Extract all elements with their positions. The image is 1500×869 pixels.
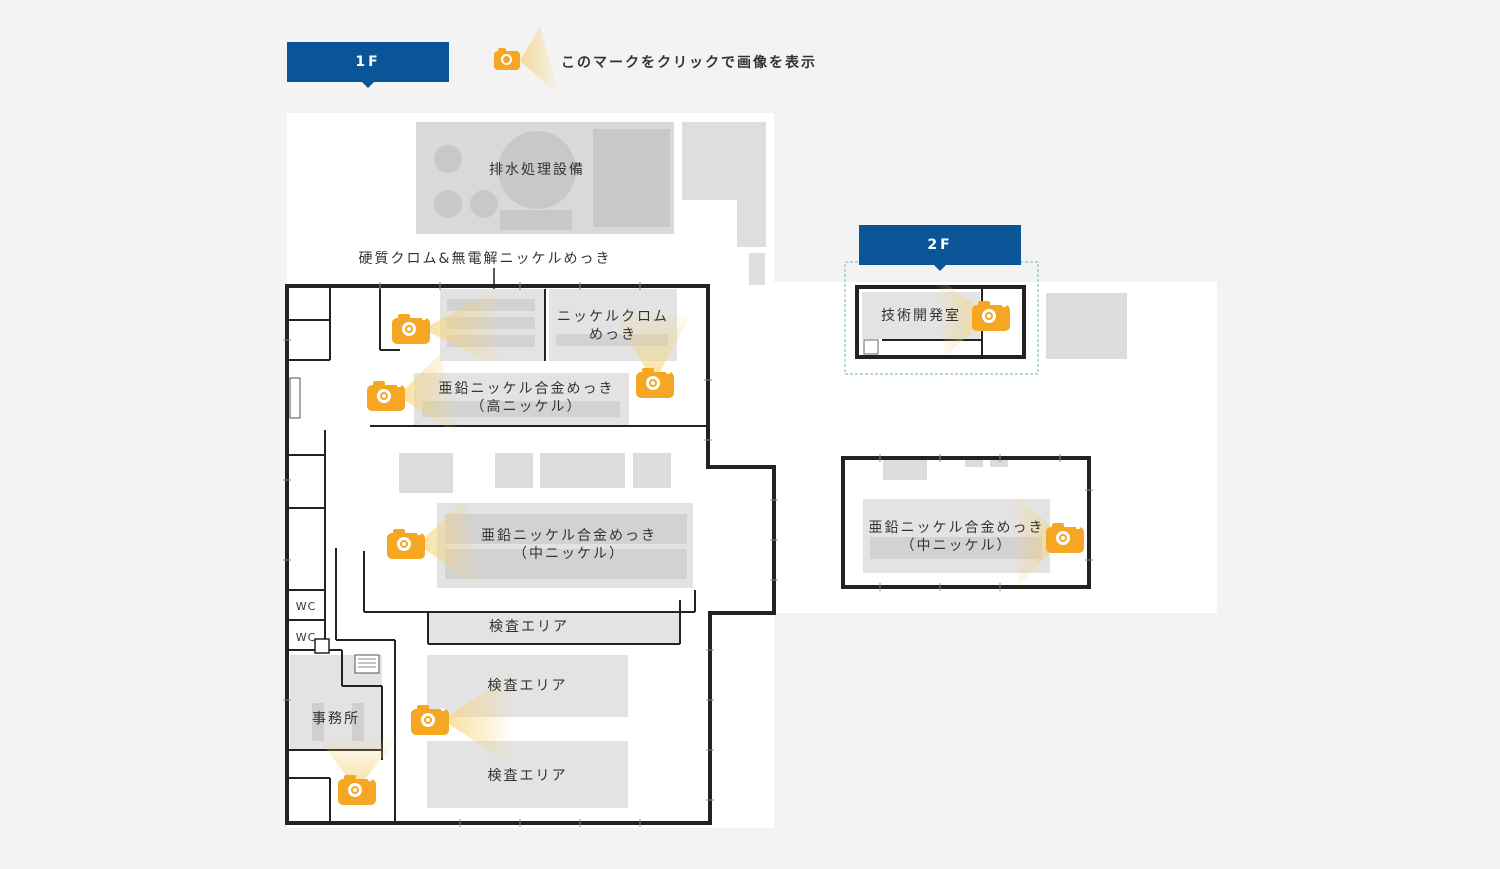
legend-beam <box>520 26 560 96</box>
label-wc-1: WC <box>295 600 317 613</box>
camera-marker-annex[interactable] <box>1046 523 1084 553</box>
label-inspection-2: 検査エリア <box>487 678 568 694</box>
label-zinc-nickel-mid: 亜鉛ニッケル合金めっき （中ニッケル） <box>481 528 657 562</box>
camera-beam-6 <box>320 736 400 790</box>
label-zinc-nickel-high: 亜鉛ニッケル合金めっき （高ニッケル） <box>438 381 615 415</box>
legend-text: このマークをクリックで画像を表示 <box>561 55 817 71</box>
label-inspection-3: 検査エリア <box>487 768 568 784</box>
label-wc-2: WC <box>295 631 317 644</box>
camera-marker-zinc-nickel-mid[interactable] <box>387 529 425 559</box>
camera-beam-4 <box>418 500 480 590</box>
camera-icon <box>421 713 435 727</box>
label-inspection-1: 検査エリア <box>489 619 569 635</box>
floor-tab-2f-label: 2F <box>927 237 953 253</box>
camera-beam-1 <box>423 290 505 370</box>
floor-tab-2f[interactable]: 2F <box>859 225 1021 271</box>
camera-icon <box>1056 531 1070 545</box>
floor-tab-1f-label: 1F <box>355 54 381 70</box>
camera-marker-zinc-nickel-high[interactable] <box>367 381 405 411</box>
camera-icon <box>402 322 416 336</box>
label-rd-room: 技術開発室 <box>881 308 961 324</box>
label-annex-zinc-nickel-mid: 亜鉛ニッケル合金めっき （中ニッケル） <box>868 520 1045 554</box>
legend-camera-icon <box>494 48 520 70</box>
label-hard-chrome-callout: 硬質クロム&無電解ニッケルめっき <box>358 251 612 267</box>
camera-marker-nickel-chrome[interactable] <box>636 368 674 398</box>
camera-icon <box>982 309 996 323</box>
camera-beam-5 <box>443 675 515 768</box>
label-nickel-chrome: ニッケルクロム めっき <box>557 309 669 343</box>
camera-marker-rd-room[interactable] <box>972 301 1010 331</box>
label-wastewater: 排水処理設備 <box>489 162 585 178</box>
camera-icon <box>397 537 411 551</box>
camera-icon <box>646 376 660 390</box>
camera-marker-office[interactable] <box>338 775 376 805</box>
camera-marker-hard-chrome[interactable] <box>392 314 430 344</box>
label-office: 事務所 <box>312 711 360 727</box>
camera-beam-7 <box>935 276 990 356</box>
camera-beam-3 <box>398 354 460 436</box>
camera-icon <box>348 783 362 797</box>
floor-tab-1f[interactable]: 1F <box>287 42 449 88</box>
camera-beam-8 <box>1010 490 1064 586</box>
camera-beam-2 <box>610 308 690 383</box>
camera-icon <box>377 389 391 403</box>
camera-marker-inspection[interactable] <box>411 705 449 735</box>
